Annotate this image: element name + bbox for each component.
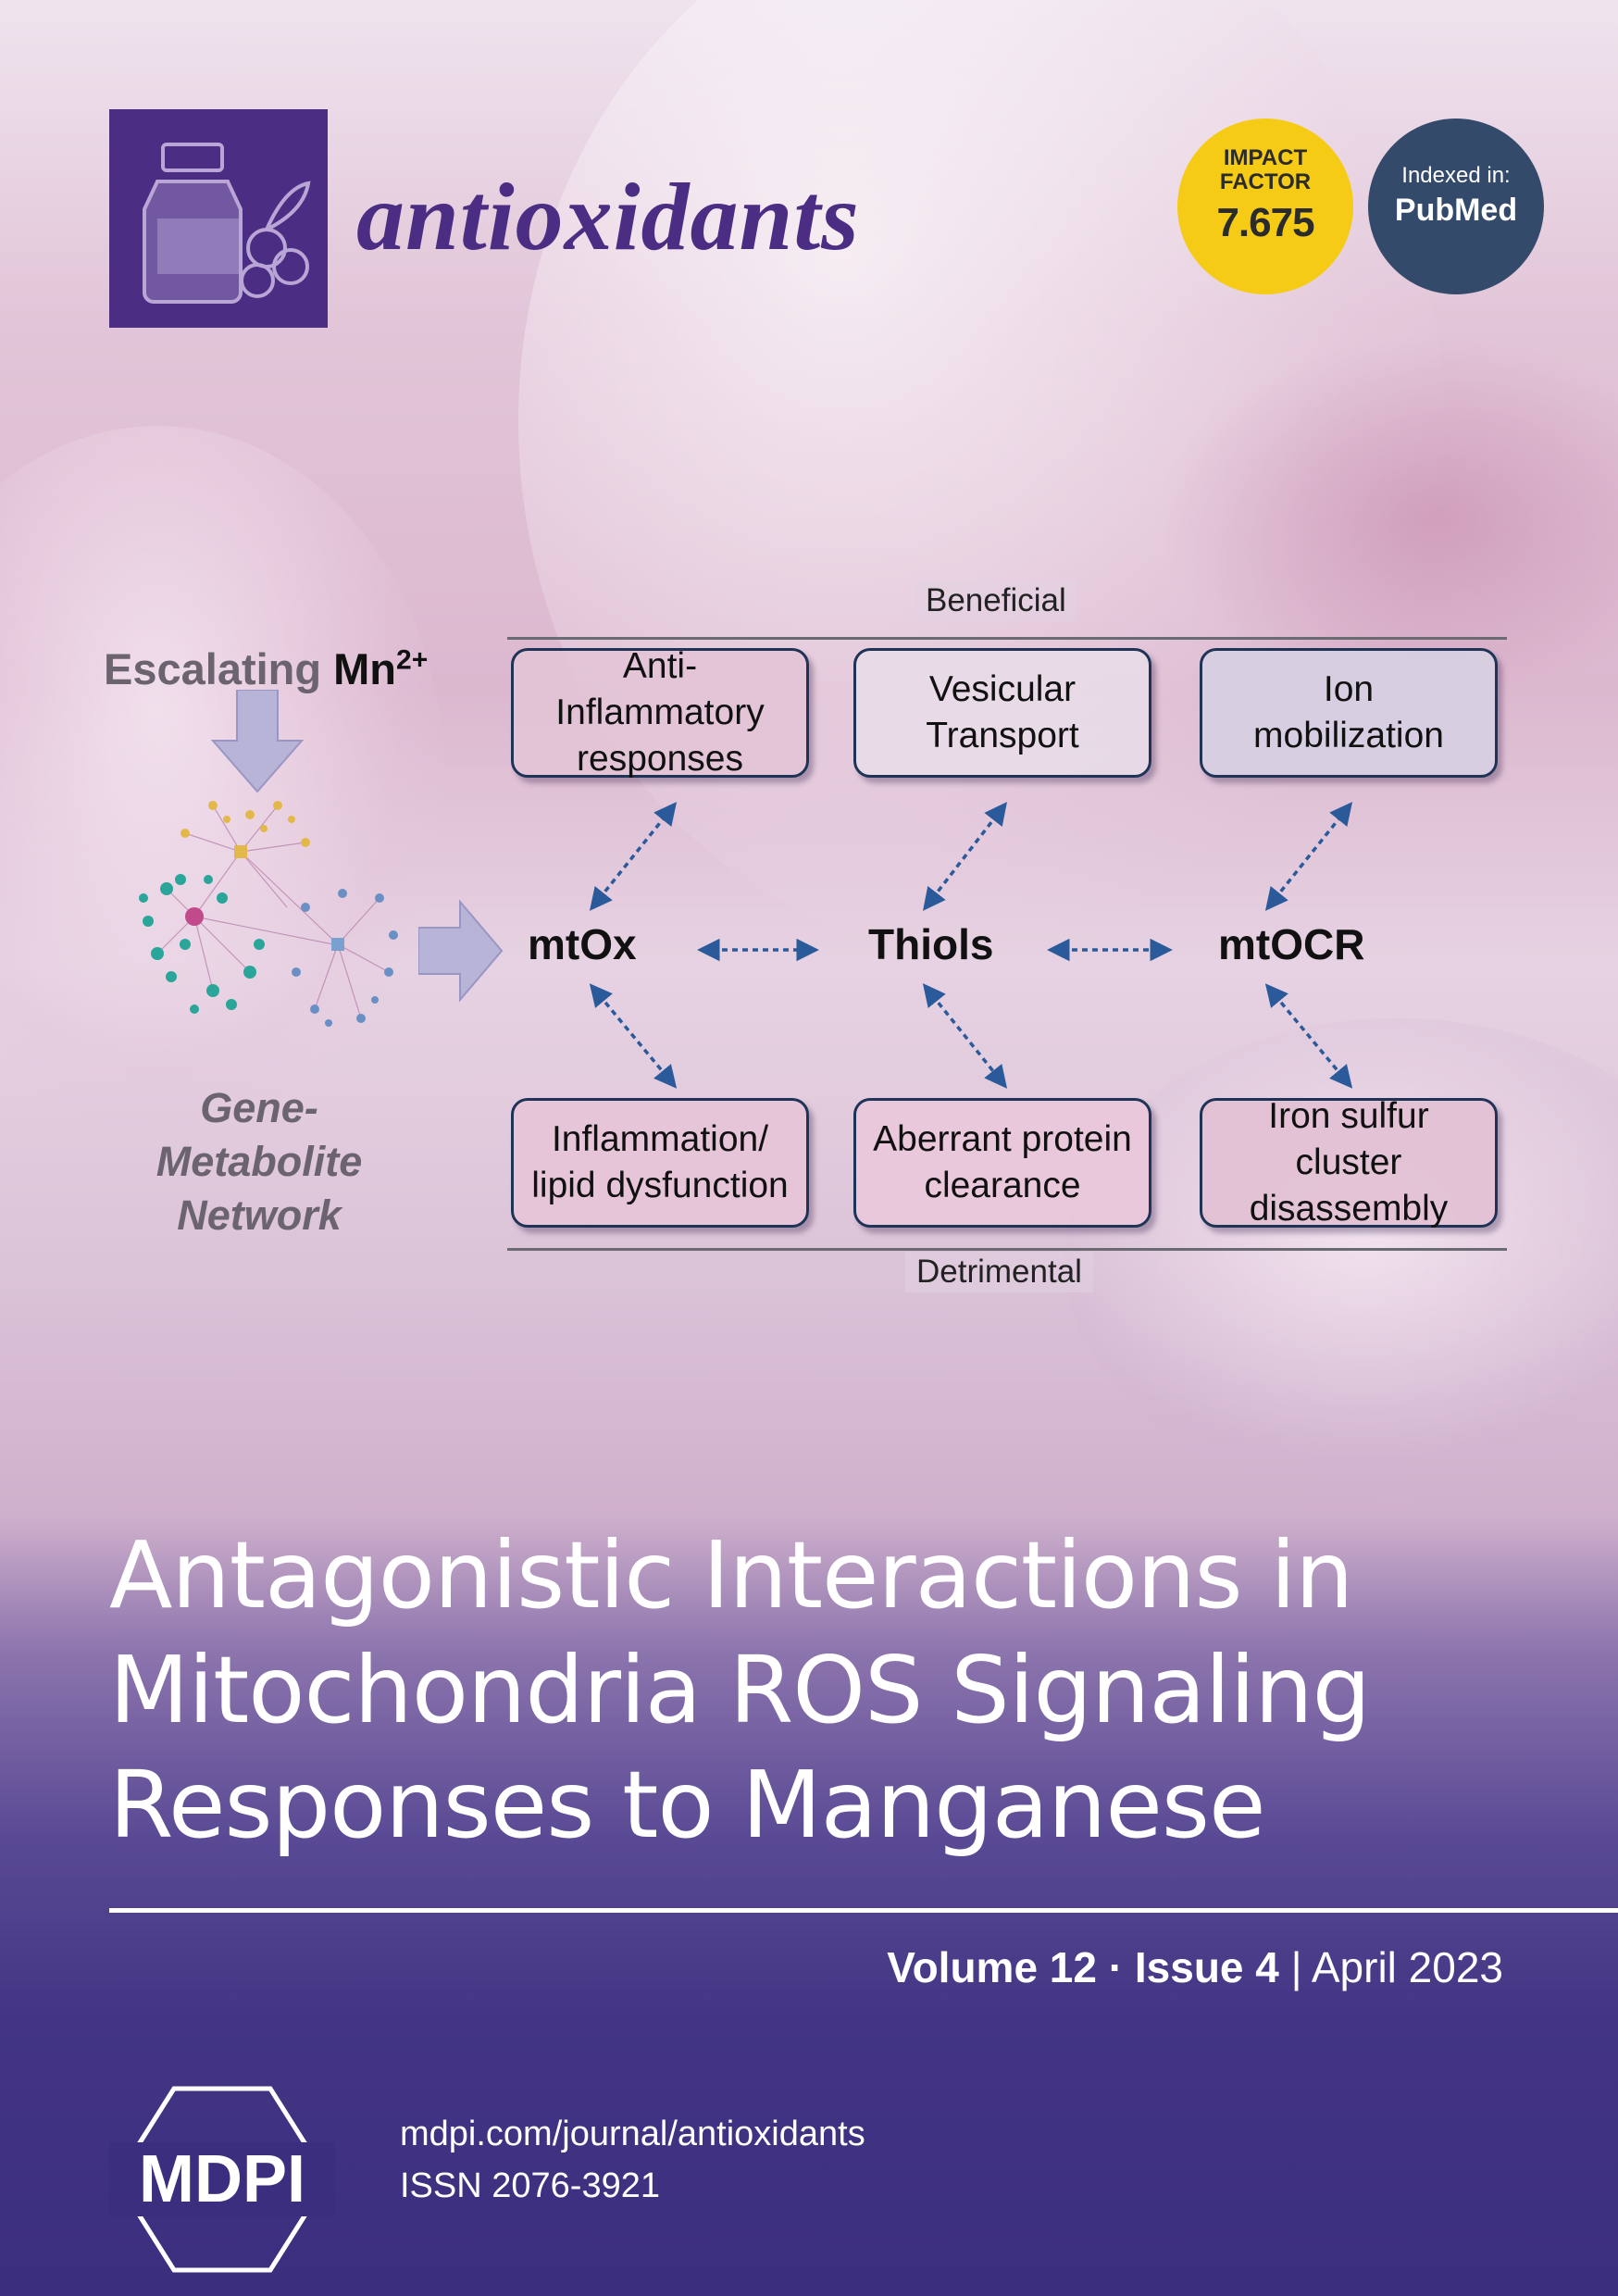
bottle-berries-icon <box>143 143 311 304</box>
issue-text: Issue 4 <box>1134 1943 1279 1991</box>
pubmed-label: PubMed <box>1394 193 1518 228</box>
box-iron-sulfur-label: Iron sulfur cluster disassembly <box>1249 1096 1449 1229</box>
box-vesicular-transport: Vesicular Transport <box>853 648 1151 778</box>
network-graph-icon <box>139 801 398 1027</box>
volume-text: Volume 12 <box>887 1943 1097 1991</box>
mn-charge-text: 2+ <box>396 644 429 676</box>
divider-line <box>109 1908 1618 1913</box>
mdpi-logo[interactable]: MDPI <box>109 2081 335 2277</box>
impact-factor-badge[interactable]: IMPACT FACTOR 7.675 <box>1177 119 1353 294</box>
diagram-arrows <box>589 802 1353 1089</box>
date-text: April 2023 <box>1311 1943 1503 1991</box>
escalating-mn-label: Escalating Mn2+ <box>104 643 428 694</box>
issn-text: ISSN 2076-3921 <box>400 2166 660 2205</box>
box-vesicular-transport-label: Vesicular Transport <box>926 669 1079 755</box>
down-arrow-icon <box>211 690 304 793</box>
journal-name: antioxidants <box>356 164 860 270</box>
box-inflammation: Inflammation/ lipid dysfunction <box>511 1098 809 1228</box>
box-ion-mobilization: Ion mobilization <box>1200 648 1498 778</box>
mn-ion-text: Mn <box>333 644 397 693</box>
box-iron-sulfur: Iron sulfur cluster disassembly <box>1200 1096 1498 1229</box>
escalating-text: Escalating <box>104 644 322 693</box>
bg-cell-shape <box>0 426 444 1129</box>
network-label: Gene- Metabolite Network <box>156 1084 363 1239</box>
box-aberrant-protein-label: Aberrant protein clearance <box>873 1119 1132 1205</box>
box-anti-inflammatory: Anti- Inflammatory responses <box>511 646 809 779</box>
impact-label-line2: FACTOR <box>1219 169 1312 194</box>
impact-factor-value: 7.675 <box>1216 200 1314 245</box>
arrow-mtox-beneficial <box>589 802 678 911</box>
issue-info: Volume 12 · Issue 4 | April 2023 <box>887 1942 1503 1992</box>
article-title-line1: Antagonistic Interactions in <box>109 1521 1354 1629</box>
article-title: Antagonistic Interactions in Mitochondri… <box>109 1518 1553 1863</box>
beneficial-label: Beneficial <box>915 580 1077 621</box>
box-aberrant-protein: Aberrant protein clearance <box>853 1098 1151 1228</box>
hub-thiols: Thiols <box>868 920 994 968</box>
journal-url[interactable]: mdpi.com/journal/antioxidants <box>400 2115 865 2153</box>
arrow-thiols-detrimental <box>922 983 1008 1089</box>
box-ion-mobilization-label: Ion mobilization <box>1253 669 1444 755</box>
impact-label-line1: IMPACT <box>1223 145 1308 170</box>
detrimental-label: Detrimental <box>905 1252 1093 1292</box>
indexed-label: Indexed in: <box>1401 163 1511 188</box>
box-anti-inflammatory-label: Anti- Inflammatory responses <box>555 646 765 779</box>
mdpi-logo-text: MDPI <box>109 2142 335 2216</box>
bar-separator: | <box>1290 1943 1302 1991</box>
dot-separator: · <box>1108 1943 1124 1991</box>
pubmed-badge[interactable]: Indexed in: PubMed <box>1368 119 1544 294</box>
article-title-line2: Mitochondria ROS Signaling <box>109 1636 1371 1744</box>
article-title-line3: Responses to Manganese <box>109 1751 1266 1859</box>
beneficial-bracket-line <box>507 637 1507 640</box>
hub-mtocr: mtOCR <box>1218 920 1365 968</box>
bg-pink-glow <box>1157 333 1618 704</box>
journal-logo <box>109 109 328 328</box>
detrimental-bracket-line <box>507 1248 1507 1251</box>
arrow-mtocr-detrimental <box>1264 983 1353 1089</box>
hub-mtox: mtOx <box>528 920 637 968</box>
right-arrow-icon <box>418 900 504 1002</box>
arrow-mtocr-beneficial <box>1264 802 1353 911</box>
arrow-thiols-beneficial <box>923 802 1007 911</box>
box-inflammation-label: Inflammation/ lipid dysfunction <box>531 1119 789 1205</box>
arrow-mtox-detrimental <box>589 983 678 1089</box>
